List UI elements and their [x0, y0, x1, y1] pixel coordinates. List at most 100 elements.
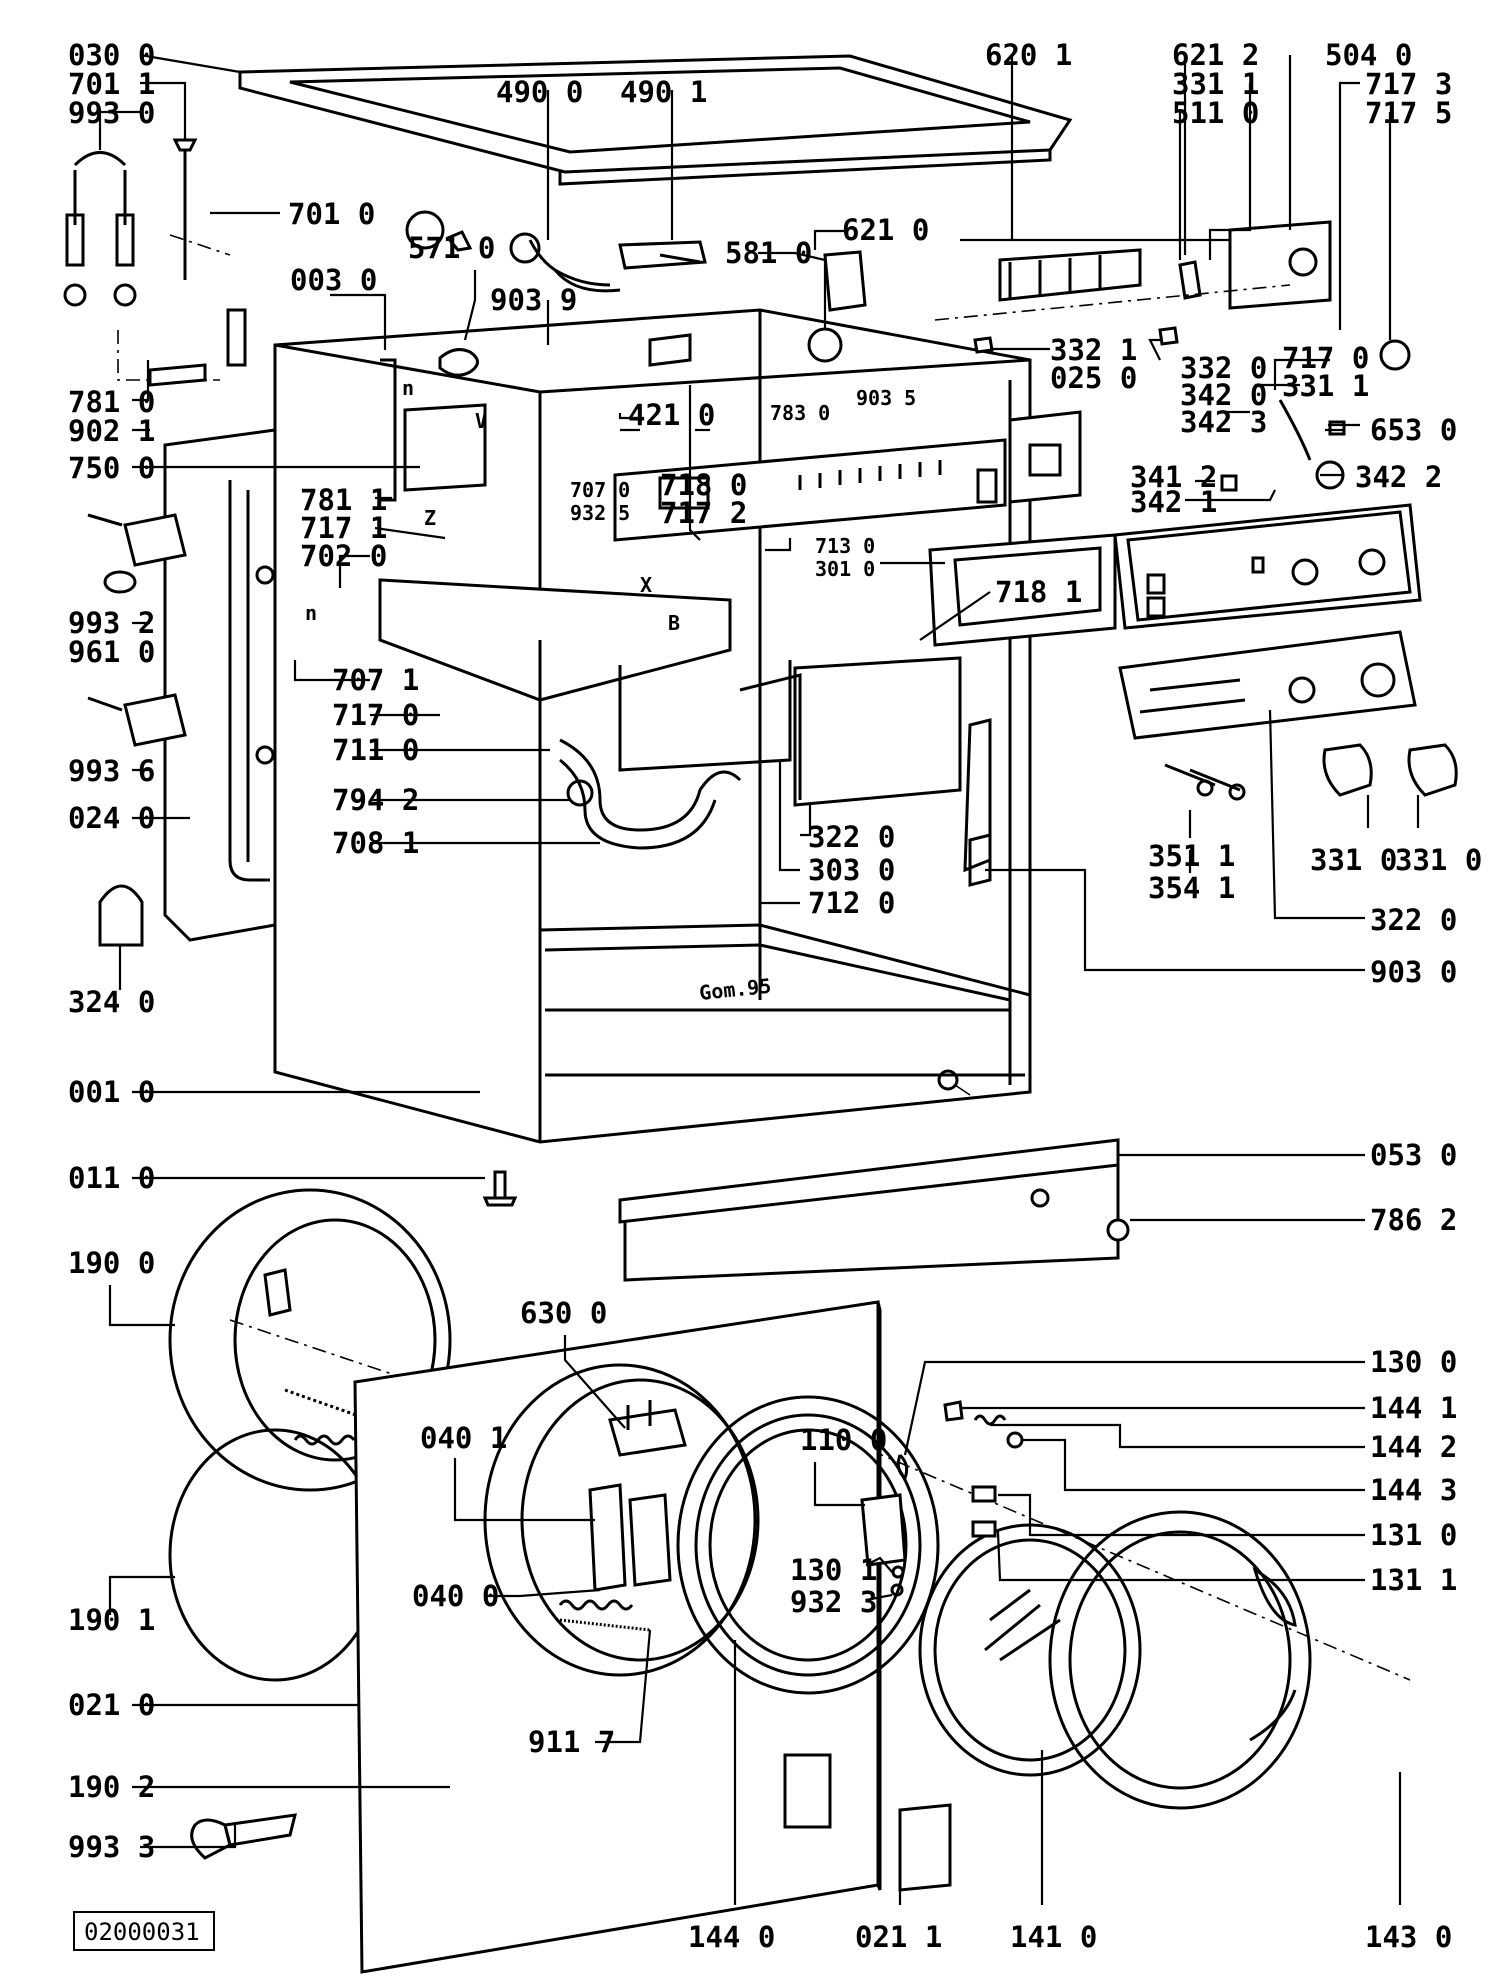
label-717-5: 717 5 [1365, 96, 1452, 130]
label-011-0: 011 0 [68, 1161, 155, 1195]
label-993-2: 993 2 [68, 606, 155, 640]
label-331-0-left: 331 0 [1310, 843, 1397, 877]
label-993-6: 993 6 [68, 754, 155, 788]
label-331-1-right: 331 1 [1282, 369, 1369, 403]
label-301-0: 301 0 [815, 557, 875, 581]
label-130-0: 130 0 [1370, 1345, 1457, 1379]
leader-lines [98, 53, 1420, 1905]
label-130-1: 130 1 [790, 1553, 877, 1587]
label-794-2: 794 2 [332, 783, 419, 817]
front-panel [353, 1300, 952, 1974]
label-421-0: 421 0 [628, 398, 715, 432]
label-993-0: 993 0 [68, 96, 155, 130]
inner-components [378, 358, 1082, 887]
part-number-labels: 030 0 701 1 993 0 701 0 490 0 490 1 620 … [68, 38, 1482, 1954]
label-571-0: 571 0 [408, 231, 495, 265]
label-653-0: 653 0 [1370, 413, 1457, 447]
label-993-3: 993 3 [68, 1830, 155, 1864]
label-717-0-right: 717 0 [1282, 341, 1369, 375]
label-144-1: 144 1 [1370, 1391, 1457, 1425]
label-707-1: 707 1 [332, 663, 419, 697]
label-750-0: 750 0 [68, 451, 155, 485]
label-903-5: 903 5 [856, 386, 916, 410]
label-331-0-right: 331 0 [1395, 843, 1482, 877]
label-701-1: 701 1 [68, 67, 155, 101]
label-342-1: 342 1 [1130, 485, 1217, 519]
label-781-0: 781 0 [68, 385, 155, 419]
label-331-1-top: 331 1 [1172, 67, 1259, 101]
label-708-1: 708 1 [332, 826, 419, 860]
label-783-0: 783 0 [770, 401, 830, 425]
label-190-2: 190 2 [68, 1770, 155, 1804]
label-332-0: 332 0 [1180, 351, 1267, 385]
top-cover [238, 54, 1073, 186]
drawing-reference-number: 02000031 [84, 1918, 200, 1946]
label-341-2: 341 2 [1130, 460, 1217, 494]
reference-box: 02000031 [73, 1911, 215, 1951]
label-717-1-upper: 717 1 [300, 511, 387, 545]
label-190-1: 190 1 [68, 1603, 155, 1637]
label-144-3: 144 3 [1370, 1473, 1457, 1507]
label-717-2: 717 2 [660, 496, 747, 530]
annotation-b: B [668, 611, 680, 635]
label-040-1: 040 1 [420, 1421, 507, 1455]
label-717-3: 717 3 [1365, 67, 1452, 101]
label-707-0: 707 0 [570, 478, 630, 502]
label-620-1: 620 1 [985, 38, 1072, 72]
annotation-z: Z [424, 506, 436, 530]
label-701-0: 701 0 [288, 197, 375, 231]
label-003-0: 003 0 [290, 263, 377, 297]
label-781-1: 781 1 [300, 483, 387, 517]
label-342-0: 342 0 [1180, 378, 1267, 412]
label-903-0: 903 0 [1370, 955, 1457, 989]
label-144-2: 144 2 [1370, 1430, 1457, 1464]
label-717-0: 717 0 [332, 698, 419, 732]
door-assembly [676, 1395, 1312, 1810]
label-024-0: 024 0 [68, 801, 155, 835]
left-small-parts [63, 138, 247, 947]
label-021-1: 021 1 [855, 1920, 942, 1954]
label-053-0: 053 0 [1370, 1138, 1457, 1172]
label-932-5: 932 5 [570, 501, 630, 525]
label-131-0: 131 0 [1370, 1518, 1457, 1552]
label-911-7: 911 7 [528, 1725, 615, 1759]
label-131-1: 131 1 [1370, 1563, 1457, 1597]
label-932-3: 932 3 [790, 1585, 877, 1619]
label-621-0: 621 0 [842, 213, 929, 247]
label-961-0: 961 0 [68, 635, 155, 669]
label-511-0: 511 0 [1172, 96, 1259, 130]
annotation-v: V [475, 409, 487, 433]
label-621-2: 621 2 [1172, 38, 1259, 72]
label-324-0: 324 0 [68, 985, 155, 1019]
label-021-0: 021 0 [68, 1688, 155, 1722]
label-303-0: 303 0 [808, 853, 895, 887]
label-144-0: 144 0 [688, 1920, 775, 1954]
label-322-0: 322 0 [808, 820, 895, 854]
label-630-0: 630 0 [520, 1296, 607, 1330]
label-711-0: 711 0 [332, 733, 419, 767]
label-322-0-right: 322 0 [1370, 903, 1457, 937]
label-490-0: 490 0 [496, 75, 583, 109]
label-354-1: 354 1 [1148, 871, 1235, 905]
label-903-9: 903 9 [490, 283, 577, 317]
label-001-0: 001 0 [68, 1075, 155, 1109]
label-030-0: 030 0 [68, 38, 155, 72]
label-786-2: 786 2 [1370, 1203, 1457, 1237]
misc-tools [190, 1434, 634, 1860]
annotation-x: X [640, 573, 652, 597]
label-141-0: 141 0 [1010, 1920, 1097, 1954]
label-342-3: 342 3 [1180, 405, 1267, 439]
label-110-0: 110 0 [800, 1423, 887, 1457]
control-panel-parts [928, 503, 1458, 801]
label-143-0: 143 0 [1365, 1920, 1452, 1954]
annotation-n-upper: n [402, 376, 414, 400]
label-332-1: 332 1 [1050, 333, 1137, 367]
label-504-0: 504 0 [1325, 38, 1412, 72]
kick-plate [482, 1138, 1130, 1282]
label-712-0: 712 0 [808, 886, 895, 920]
label-713-0: 713 0 [815, 534, 875, 558]
label-040-0: 040 0 [412, 1579, 499, 1613]
label-902-1: 902 1 [68, 414, 155, 448]
label-718-1: 718 1 [995, 575, 1082, 609]
